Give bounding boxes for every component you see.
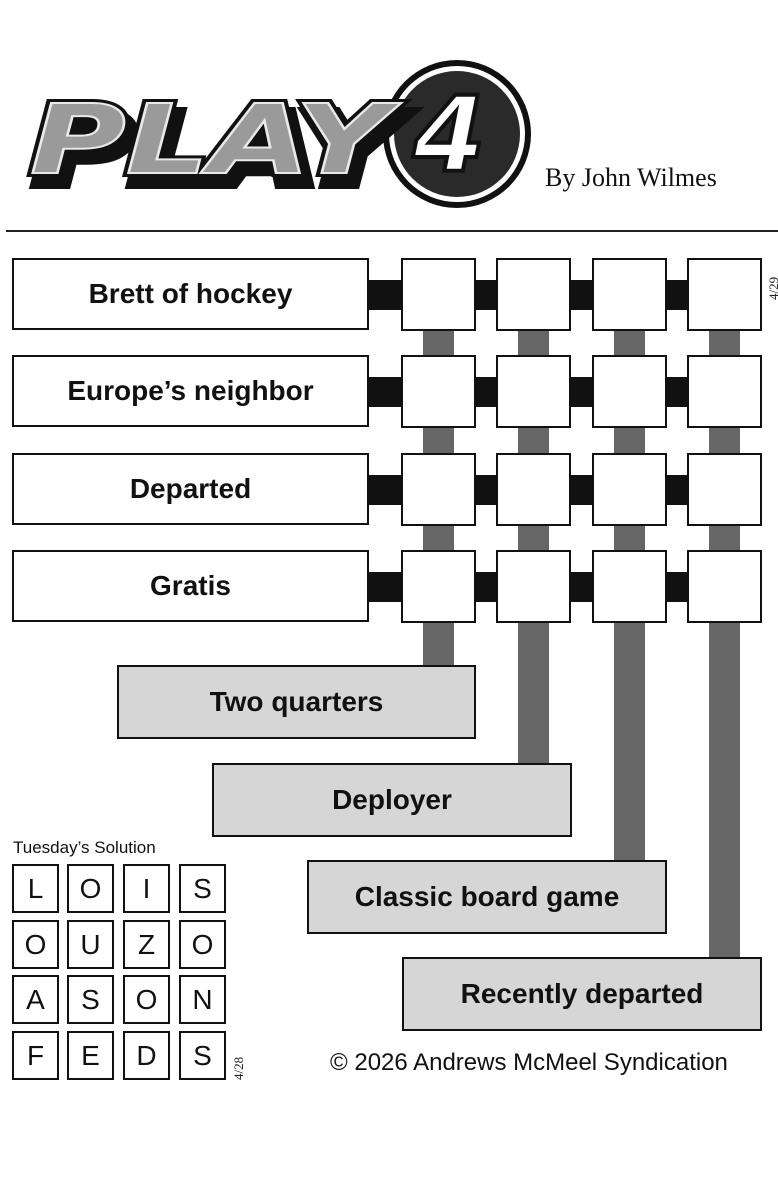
svg-text:PLAY: PLAY: [36, 94, 408, 206]
puzzle-date-code: 4/29: [766, 276, 778, 300]
grid-cell-r1c2[interactable]: [496, 258, 571, 331]
grid-cell-r4c4[interactable]: [687, 550, 762, 623]
across-clue-1: Brett of hockey: [12, 258, 369, 330]
solution-cell: A: [12, 975, 59, 1024]
grid-cell-r3c4[interactable]: [687, 453, 762, 526]
grid-cell-r1c4[interactable]: [687, 258, 762, 331]
byline: By John Wilmes: [545, 163, 717, 192]
across-clue-3: Departed: [12, 453, 369, 525]
solution-cell: Z: [123, 920, 170, 969]
solution-cell: U: [67, 920, 114, 969]
copyright-notice: © 2026 Andrews McMeel Syndication: [330, 1049, 728, 1076]
solution-cell: D: [123, 1031, 170, 1080]
grid-cell-r1c3[interactable]: [592, 258, 667, 331]
solution-cell: N: [179, 975, 226, 1024]
play4-logo-graphic: PLAY PLAY PLAY 4: [26, 60, 531, 212]
grid-cell-r4c2[interactable]: [496, 550, 571, 623]
solution-cell: O: [123, 975, 170, 1024]
grid-cell-r2c1[interactable]: [401, 355, 476, 428]
grid-cell-r2c3[interactable]: [592, 355, 667, 428]
solution-cell: O: [12, 920, 59, 969]
solution-cell: F: [12, 1031, 59, 1080]
solution-cell: S: [179, 864, 226, 913]
across-clue-4: Gratis: [12, 550, 369, 622]
solution-cell: O: [67, 864, 114, 913]
svg-text:4: 4: [412, 74, 485, 196]
play4-logo: PLAY PLAY PLAY 4: [20, 55, 540, 215]
across-clue-2: Europe’s neighbor: [12, 355, 369, 427]
down-clue-3: Classic board game: [307, 860, 667, 934]
grid-cell-r4c3[interactable]: [592, 550, 667, 623]
solution-cell: L: [12, 864, 59, 913]
down-clue-4: Recently departed: [402, 957, 762, 1031]
solution-date-code: 4/28: [231, 1056, 246, 1080]
grid-cell-r3c1[interactable]: [401, 453, 476, 526]
solution-title: Tuesday’s Solution: [13, 838, 156, 857]
grid-cell-r3c2[interactable]: [496, 453, 571, 526]
grid-cell-r1c1[interactable]: [401, 258, 476, 331]
down-clue-2: Deployer: [212, 763, 572, 837]
solution-cell: O: [179, 920, 226, 969]
grid-cell-r2c2[interactable]: [496, 355, 571, 428]
grid-cell-r3c3[interactable]: [592, 453, 667, 526]
solution-cell: S: [179, 1031, 226, 1080]
solution-cell: S: [67, 975, 114, 1024]
svg-text:PLAY: PLAY: [30, 84, 402, 196]
grid-cell-r4c1[interactable]: [401, 550, 476, 623]
header-divider: [6, 230, 778, 232]
solution-cell: E: [67, 1031, 114, 1080]
down-clue-1: Two quarters: [117, 665, 476, 739]
svg-text:PLAY: PLAY: [30, 84, 402, 196]
solution-cell: I: [123, 864, 170, 913]
grid-cell-r2c4[interactable]: [687, 355, 762, 428]
